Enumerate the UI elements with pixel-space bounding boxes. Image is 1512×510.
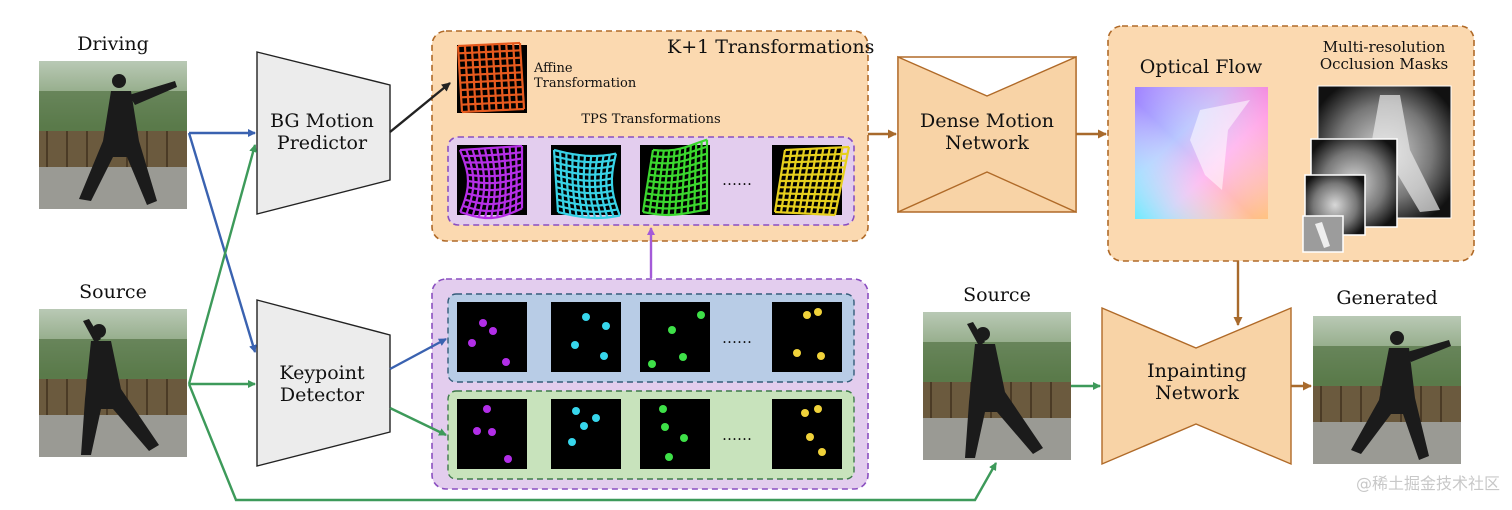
driving-keypoints-yellow-icon xyxy=(772,302,842,372)
keypoint-detector-line2: Detector xyxy=(279,383,365,406)
optical-flow-label: Optical Flow xyxy=(1139,56,1263,78)
affine-grid-icon xyxy=(456,41,527,114)
arrow-kp-to-source-row xyxy=(389,406,447,437)
optical-flow-icon xyxy=(1135,87,1268,219)
dense-motion-network-label: Dense Motion Network xyxy=(900,110,1074,155)
bg-motion-predictor-line2: Predictor xyxy=(276,131,368,154)
source-right-label: Source xyxy=(963,284,1031,306)
driving-photo-icon xyxy=(38,60,188,210)
tps-grid-green-icon xyxy=(640,138,710,217)
keypoint-detector-block xyxy=(256,299,391,467)
inpainting-line2: Network xyxy=(1155,381,1239,404)
source-keypoints-green-icon xyxy=(640,399,710,469)
k1-transformations-label: K+1 Transformations xyxy=(667,36,875,58)
occlusion-masks-label: Multi-resolution Occlusion Masks xyxy=(1302,38,1466,74)
dense-motion-line2: Network xyxy=(945,131,1029,154)
inpainting-network-shape xyxy=(1101,306,1292,466)
source-photo-left-icon xyxy=(38,308,188,458)
watermark: @稀土掘金技术社区 xyxy=(1355,474,1500,493)
driving-keypoints-cyan-icon xyxy=(551,302,621,372)
source-ellipsis: …… xyxy=(722,426,752,444)
affine-transformation-label: Affine Transformation xyxy=(534,61,637,92)
tps-grid-yellow-icon xyxy=(772,145,851,217)
inpainting-network-label: Inpainting Network xyxy=(1104,360,1290,405)
arrow-source-bypass xyxy=(187,383,998,502)
arrow-kp-to-driving-row xyxy=(389,337,447,371)
generated-label: Generated xyxy=(1336,287,1438,309)
source-photo-right-icon xyxy=(922,311,1072,461)
driving-label: Driving xyxy=(77,33,149,55)
occlusion-line1: Multi-resolution xyxy=(1322,38,1446,56)
driving-keypoints-green-icon xyxy=(640,302,710,372)
source-keypoints-cyan-icon xyxy=(551,399,621,469)
affine-line2: Transformation xyxy=(534,75,637,91)
dense-motion-line1: Dense Motion xyxy=(919,110,1055,132)
driving-keypoints-purple-icon xyxy=(457,302,527,372)
driving-ellipsis: …… xyxy=(722,329,752,347)
source-left-label: Source xyxy=(79,281,147,303)
occlusion-line2: Occlusion Masks xyxy=(1319,55,1449,74)
occlusion-masks-icon xyxy=(1302,85,1452,253)
arrow-source-to-bg xyxy=(187,144,257,385)
tps-transformations-label: TPS Transformations xyxy=(581,112,721,127)
tps-ellipsis: …… xyxy=(722,171,752,189)
affine-line1: Affine xyxy=(534,61,573,76)
tps-grid-purple-icon xyxy=(457,144,527,220)
generated-photo-icon xyxy=(1312,315,1462,465)
keypoint-detector-label: Keypoint Detector xyxy=(258,362,386,407)
arrow-driving-to-kp xyxy=(187,132,257,353)
tps-grid-cyan-icon xyxy=(551,145,621,220)
source-keypoints-purple-icon xyxy=(457,399,527,469)
bg-motion-predictor-label: BG Motion Predictor xyxy=(258,110,386,155)
arrow-bg-to-affine xyxy=(389,82,451,133)
bg-motion-predictor-line1: BG Motion xyxy=(270,110,374,132)
dense-motion-network-shape xyxy=(897,55,1077,214)
inpainting-line1: Inpainting xyxy=(1147,360,1247,382)
keypoint-detector-line1: Keypoint xyxy=(279,362,365,384)
source-keypoints-yellow-icon xyxy=(772,399,842,469)
bg-motion-predictor-block xyxy=(256,51,391,215)
